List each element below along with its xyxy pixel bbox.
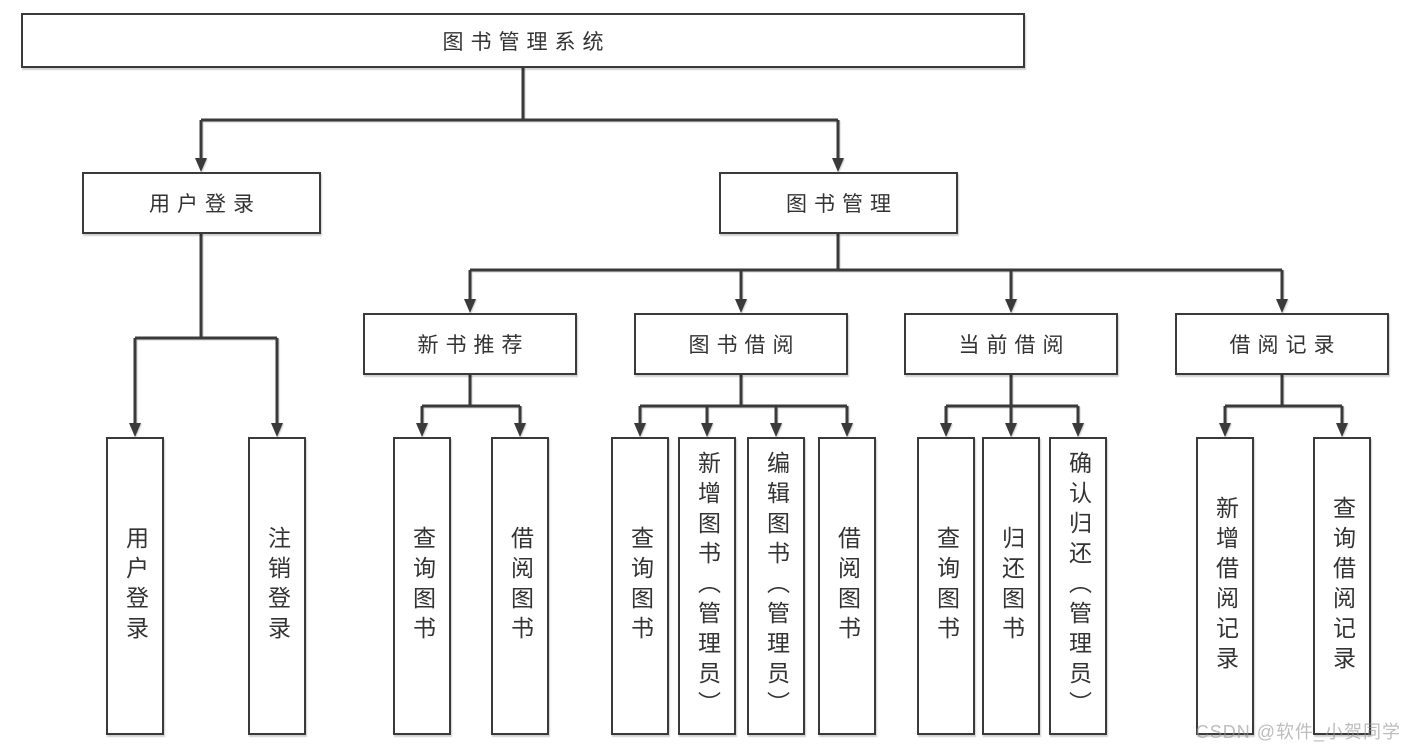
leaf-borrow-books: 借阅图书 (818, 437, 876, 735)
node-new-book-recommend: 新书推荐 (363, 313, 577, 375)
node-label: 借阅记录 (1229, 334, 1342, 357)
leaf-query-borrow-record: 查询借阅记录 (1313, 437, 1371, 735)
leaf-add-borrow-record: 新增借阅记录 (1196, 437, 1254, 735)
node-label: 注销登录 (264, 526, 291, 646)
arrow-down-icon (1276, 299, 1288, 313)
node-label: 用户登录 (122, 526, 149, 646)
leaf-return-book: 归还图书 (982, 437, 1040, 735)
node-label: 查询图书 (933, 526, 960, 646)
node-label: 新增图书（管理员） (694, 451, 721, 721)
node-label: 图书管理系统 (442, 30, 611, 54)
arrow-down-icon (1072, 423, 1084, 437)
arrowheads-layer (129, 158, 1348, 437)
leaf-user-login: 用户登录 (106, 437, 164, 735)
leaf-logout: 注销登录 (248, 437, 306, 735)
arrow-down-icon (841, 423, 853, 437)
arrow-down-icon (195, 158, 207, 172)
node-label: 图书管理 (786, 193, 898, 216)
node-label: 借阅图书 (834, 526, 861, 646)
connector-edges (133, 68, 1344, 425)
arrow-down-icon (832, 158, 844, 172)
node-label: 用户登录 (149, 193, 261, 216)
node-root-system: 图书管理系统 (21, 13, 1025, 68)
node-label: 当前借阅 (958, 334, 1071, 357)
node-user-login: 用户登录 (82, 172, 321, 234)
leaf-add-book-admin: 新增图书（管理员） (678, 437, 736, 735)
arrow-down-icon (634, 423, 646, 437)
leaf-edit-book-admin: 编辑图书（管理员） (747, 437, 805, 735)
arrow-down-icon (701, 423, 713, 437)
arrow-down-icon (735, 299, 747, 313)
leaf-borrow-books-recommend: 借阅图书 (491, 437, 549, 735)
arrow-down-icon (1219, 423, 1231, 437)
node-label: 编辑图书（管理员） (763, 451, 790, 721)
watermark-text: CSDN @软件_小贺同学 (1195, 722, 1401, 742)
arrow-down-icon (129, 423, 141, 437)
node-book-borrowing: 图书借阅 (634, 313, 848, 375)
node-label: 归还图书 (998, 526, 1025, 646)
node-book-management: 图书管理 (719, 172, 958, 234)
node-label: 图书借阅 (688, 334, 801, 357)
arrow-down-icon (514, 423, 526, 437)
node-label: 确认归还（管理员） (1065, 451, 1092, 721)
node-label: 查询图书 (409, 526, 436, 646)
arrow-down-icon (271, 423, 283, 437)
node-label: 查询图书 (627, 526, 654, 646)
node-label: 借阅图书 (507, 526, 534, 646)
leaf-query-books-recommend: 查询图书 (393, 437, 451, 735)
arrow-down-icon (940, 423, 952, 437)
leaf-confirm-return-admin: 确认归还（管理员） (1049, 437, 1107, 735)
leaf-query-books-current: 查询图书 (917, 437, 975, 735)
node-label: 新增借阅记录 (1212, 496, 1239, 676)
arrow-down-icon (464, 299, 476, 313)
node-label: 新书推荐 (417, 334, 530, 357)
node-current-borrowing: 当前借阅 (904, 313, 1118, 375)
node-borrowing-records: 借阅记录 (1175, 313, 1389, 375)
arrow-down-icon (1005, 299, 1017, 313)
arrow-down-icon (770, 423, 782, 437)
leaf-query-books-borrowing: 查询图书 (611, 437, 669, 735)
arrow-down-icon (1005, 423, 1017, 437)
node-label: 查询借阅记录 (1329, 496, 1356, 676)
arrow-down-icon (416, 423, 428, 437)
arrow-down-icon (1336, 423, 1348, 437)
